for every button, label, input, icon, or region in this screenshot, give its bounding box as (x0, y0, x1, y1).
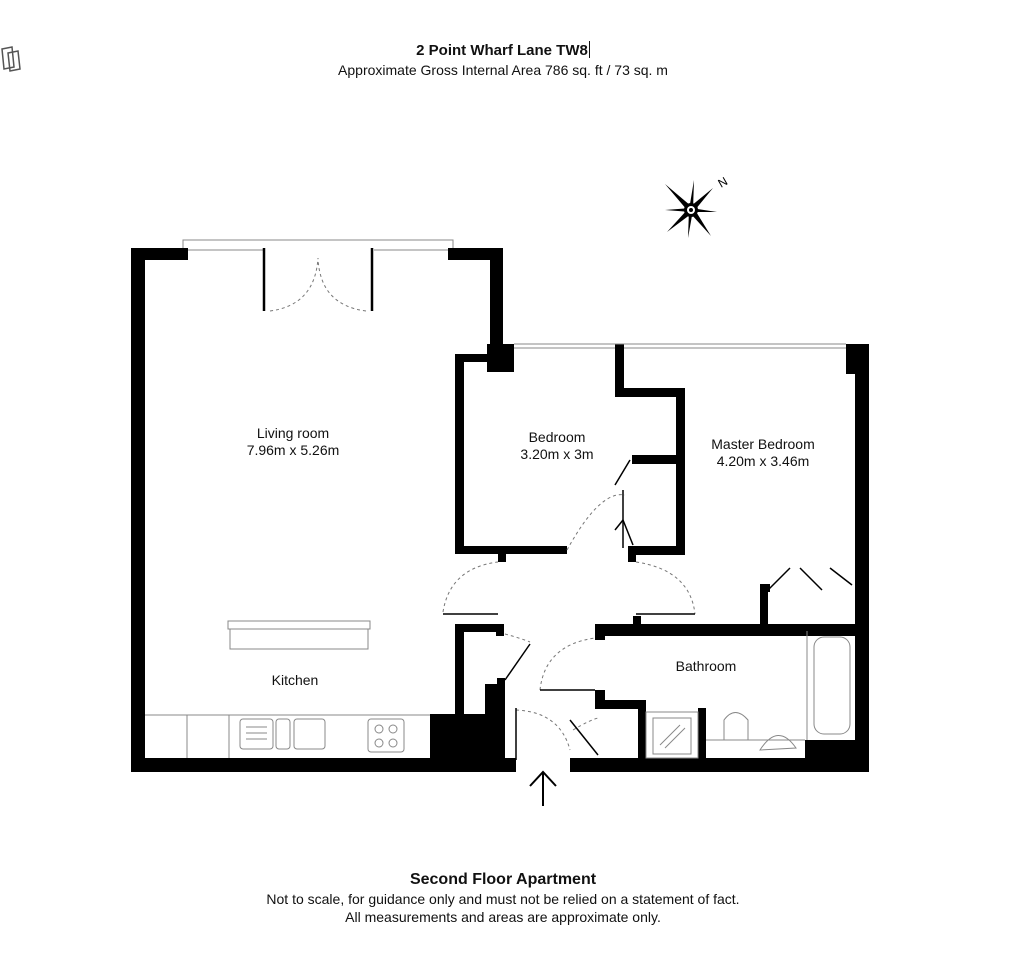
room-name: Kitchen (271, 672, 319, 688)
room-dimensions: 3.20m x 3m (520, 446, 594, 462)
room-living: Living room 7.96m x 5.26m (233, 425, 353, 459)
room-kitchen: Kitchen (255, 672, 335, 689)
plan-header: 2 Point Wharf Lane TW8 Approximate Gross… (0, 41, 1006, 80)
room-name: Bedroom (528, 429, 586, 445)
text-caret (588, 41, 590, 58)
disclaimer-line-2: All measurements and areas are approxima… (345, 909, 661, 925)
floor-title: Second Floor Apartment (409, 871, 597, 888)
room-name: Bathroom (675, 658, 737, 674)
gross-area: Approximate Gross Internal Area 786 sq. … (338, 62, 668, 78)
room-dimensions: 7.96m x 5.26m (246, 442, 340, 458)
room-dimensions: 4.20m x 3.46m (716, 453, 810, 469)
room-bedroom: Bedroom 3.20m x 3m (497, 429, 617, 463)
disclaimer-line-1: Not to scale, for guidance only and must… (266, 891, 740, 907)
plan-footer: Second Floor Apartment Not to scale, for… (0, 870, 1006, 926)
room-name: Living room (256, 425, 330, 441)
room-master-bedroom: Master Bedroom 4.20m x 3.46m (693, 436, 833, 470)
room-name: Master Bedroom (711, 436, 815, 452)
entrance-arrow-icon (529, 770, 557, 806)
room-bathroom: Bathroom (666, 658, 746, 675)
north-compass-icon: N (665, 174, 730, 238)
svg-text:N: N (716, 174, 731, 190)
logo-icon (1, 46, 21, 72)
property-title: 2 Point Wharf Lane TW8 (416, 41, 590, 59)
